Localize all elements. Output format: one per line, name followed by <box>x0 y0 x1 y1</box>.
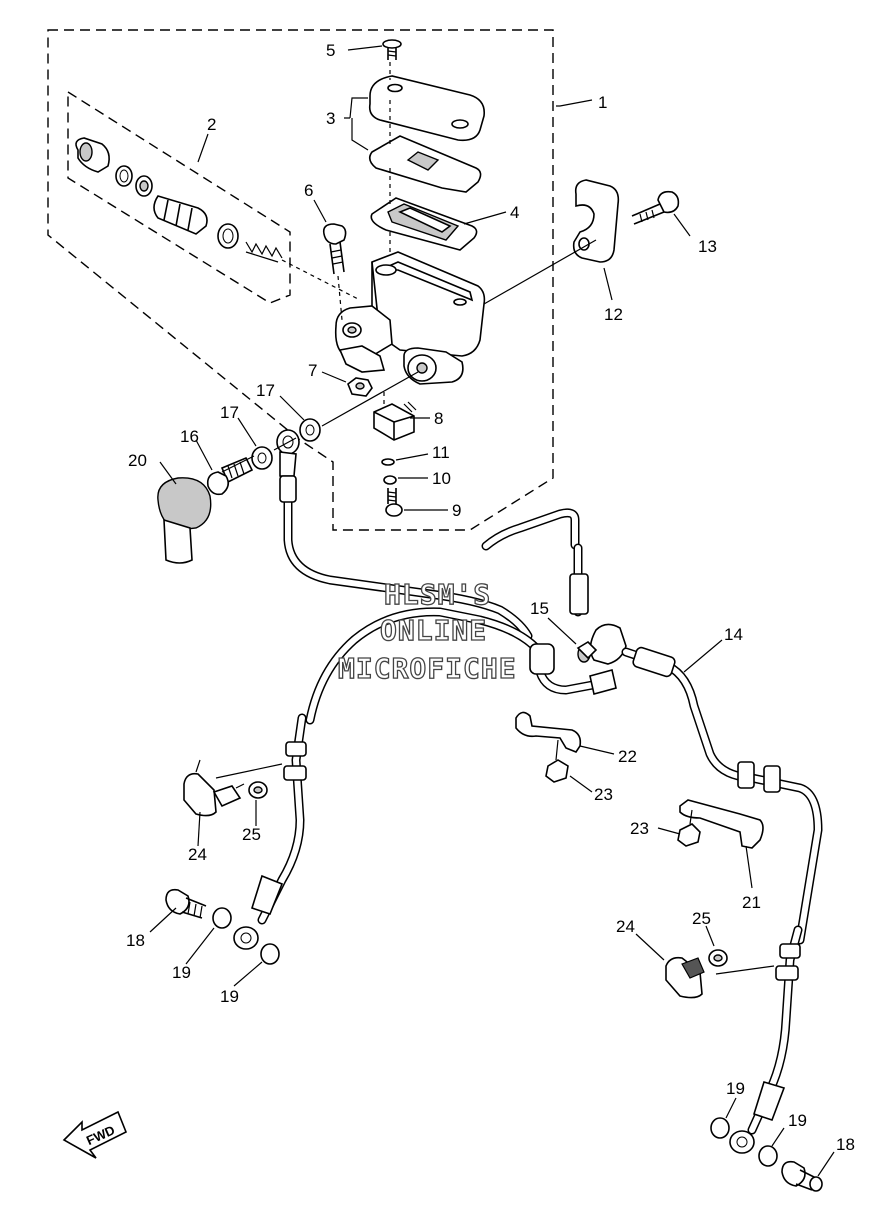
washer-19-right-a <box>710 1117 730 1139</box>
union-bolt-right <box>781 1160 823 1192</box>
piston-kit <box>75 137 361 301</box>
clamp-nut-right <box>708 949 728 967</box>
guide-bolt-upper <box>545 739 569 783</box>
forward-direction-arrow: FWD <box>62 1110 128 1159</box>
hose-guide-lower <box>679 799 764 849</box>
callout-15: 15 <box>530 599 549 618</box>
washer-19-left-a <box>212 907 232 929</box>
callout-17b: 17 <box>256 381 275 400</box>
callout-21: 21 <box>742 893 761 912</box>
lock-washer-10 <box>383 475 397 485</box>
watermark-line1: HLSM'S <box>384 578 491 611</box>
brake-light-switch <box>373 392 417 441</box>
callout-25a: 25 <box>242 825 261 844</box>
banjo-fitting <box>276 429 300 477</box>
watermark-line2: ONLINE <box>380 614 487 647</box>
callout-3: 3 <box>326 109 335 128</box>
callout-2: 2 <box>207 115 216 134</box>
callout-8: 8 <box>434 409 443 428</box>
switch-screw <box>385 488 403 517</box>
callout-11: 11 <box>432 443 450 462</box>
callout-13: 13 <box>698 237 717 256</box>
master-cylinder-body <box>334 251 486 385</box>
callout-18a: 18 <box>126 931 145 950</box>
clamp-nut-left <box>248 781 268 799</box>
callout-16: 16 <box>180 427 199 446</box>
clamp-bolt <box>631 190 680 225</box>
banjo-washer-upper <box>299 418 321 442</box>
watermark-line3: MICROFICHE <box>338 652 517 685</box>
callout-23b: 23 <box>630 819 649 838</box>
washer-11 <box>381 458 395 466</box>
callout-12: 12 <box>604 305 623 324</box>
reservoir-cap-screw <box>382 39 402 60</box>
callout-18b: 18 <box>836 1135 855 1154</box>
callout-23a: 23 <box>594 785 613 804</box>
master-cylinder-assembly-boundary <box>47 29 554 531</box>
hose-clamp-left <box>183 759 245 817</box>
hose-guide-upper <box>515 711 582 753</box>
callout-22: 22 <box>618 747 637 766</box>
callout-19c: 19 <box>726 1079 745 1098</box>
callout-19d: 19 <box>788 1111 807 1130</box>
leader-lines <box>149 45 835 1177</box>
pivot-nut <box>347 377 373 397</box>
brake-hose <box>233 475 823 1154</box>
piston-kit-boundary <box>67 90 291 304</box>
callout-9: 9 <box>452 501 461 520</box>
reservoir-cap <box>368 75 486 142</box>
union-bolt <box>206 456 254 496</box>
cap-plate <box>368 135 482 193</box>
callout-24b: 24 <box>616 917 635 936</box>
callout-1: 1 <box>598 93 607 112</box>
callout-19b: 19 <box>220 987 239 1006</box>
callout-17a: 17 <box>220 403 239 422</box>
union-bolt-left <box>165 888 207 919</box>
union-bolt-cap <box>157 477 212 564</box>
diaphragm <box>370 197 478 251</box>
callout-20: 20 <box>128 451 147 470</box>
callout-10: 10 <box>432 469 451 488</box>
pivot-bolt <box>322 223 347 321</box>
callout-14: 14 <box>724 625 743 644</box>
guide-bolt-lower <box>677 809 701 847</box>
handlebar-clamp <box>572 179 620 263</box>
washer-19-left-b <box>260 943 280 965</box>
callout-7: 7 <box>308 361 317 380</box>
banjo-washer-lower <box>251 446 273 470</box>
callout-4: 4 <box>510 203 519 222</box>
hose-joint-bolt <box>576 640 598 660</box>
callout-labels: 1 2 3 4 5 6 7 8 9 10 11 12 13 14 15 16 1… <box>126 41 855 1154</box>
callout-24a: 24 <box>188 845 207 864</box>
callout-25b: 25 <box>692 909 711 928</box>
callout-6: 6 <box>304 181 313 200</box>
hose-clamp-right <box>665 956 705 999</box>
callout-19a: 19 <box>172 963 191 982</box>
washer-19-right-b <box>758 1145 778 1167</box>
callout-5: 5 <box>326 41 335 60</box>
watermark: HLSM'S ONLINE MICROFICHE <box>337 577 517 685</box>
